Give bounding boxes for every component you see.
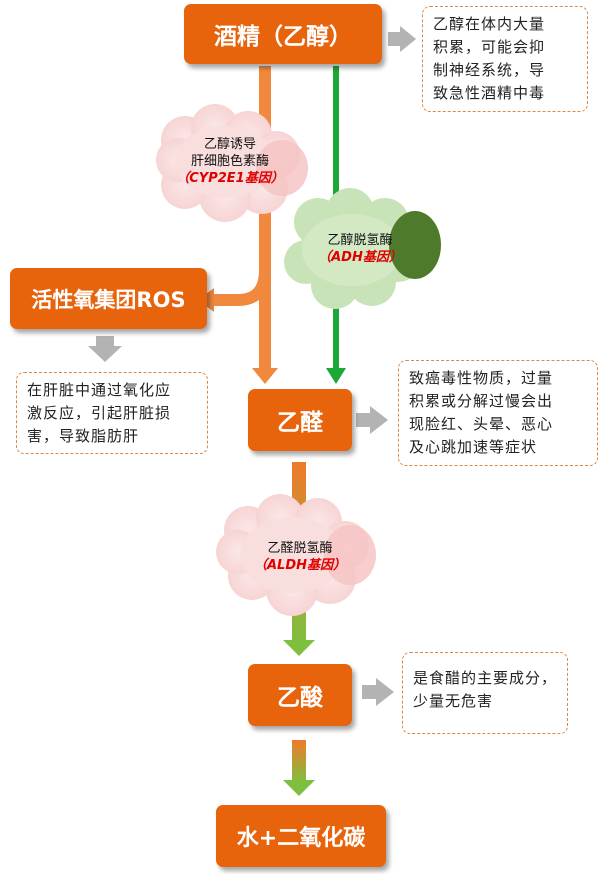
- ros-note-line: 在肝脏中通过氧化应: [27, 381, 172, 399]
- cyp2e1-name-line1: 乙醇诱导: [203, 137, 256, 152]
- acetic-acid-note-line: 是食醋的主要成分，: [413, 669, 558, 687]
- cyp2e1-name-line2: 肝细胞色素酶: [190, 154, 269, 169]
- ros-label: 活性氧集团ROS: [31, 287, 186, 312]
- acetaldehyde-note-line: 积累或分解过慢会出: [409, 392, 554, 410]
- cyp2e1-cloud: [156, 104, 308, 222]
- adh-cloud: [284, 188, 441, 309]
- gray-arrow-acid-note: [362, 678, 394, 706]
- gray-arrow-ethanol-note: [388, 26, 416, 52]
- aldh-name-line1: 乙醛脱氢酶: [267, 541, 333, 556]
- acetaldehyde-note-line: 致癌毒性物质，过量: [409, 369, 554, 387]
- cyp2e1-gene-label: （CYP2E1基因）: [176, 171, 284, 186]
- gray-arrow-ros-note: [88, 336, 122, 362]
- adh-name-line1: 乙醇脱氢酶: [327, 233, 393, 248]
- acetic-acid-note: 是食醋的主要成分， 少量无危害: [402, 652, 568, 734]
- ethanol-note-line: 积累，可能会抑: [433, 38, 546, 56]
- adh-gene-label: （ADH基因）: [318, 250, 402, 265]
- aldh-enzyme-label: 乙醛脱氢酶 （ALDH基因）: [240, 540, 360, 574]
- aldh-cloud: [216, 494, 376, 616]
- ethanol-note-line: 致急性酒精中毒: [433, 84, 546, 102]
- acetic-acid-label: 乙酸: [277, 685, 323, 711]
- gray-arrow-acetaldehyde-note: [356, 406, 388, 434]
- ros-note-line: 害，导致脂肪肝: [27, 427, 140, 445]
- cyp2e1-enzyme-label: 乙醇诱导 肝细胞色素酶 （CYP2E1基因）: [170, 136, 290, 187]
- acetaldehyde-node: 乙醛: [248, 389, 352, 451]
- ethanol-note-line: 制神经系统，导: [433, 61, 546, 79]
- final-products-node: 水+二氧化碳: [216, 805, 386, 867]
- ros-node: 活性氧集团ROS: [10, 268, 207, 329]
- acid-to-final-arrow: [283, 740, 315, 796]
- acetaldehyde-note: 致癌毒性物质，过量 积累或分解过慢会出 现脸红、头晕、恶心 及心跳加速等症状: [398, 360, 598, 466]
- aldh-gene-label: （ALDH基因）: [253, 558, 347, 573]
- ethanol-label: 酒精（乙醇）: [214, 24, 352, 50]
- acetic-acid-note-line: 少量无危害: [413, 692, 494, 710]
- acetic-acid-node: 乙酸: [248, 664, 352, 726]
- ethanol-note-line: 乙醇在体内大量: [433, 15, 546, 33]
- final-products-label: 水+二氧化碳: [236, 826, 366, 851]
- acetaldehyde-label: 乙醛: [277, 410, 323, 436]
- ros-note-line: 激反应，引起肝脏损: [27, 404, 172, 422]
- adh-enzyme-label: 乙醇脱氢酶 （ADH基因）: [305, 232, 415, 266]
- ethanol-note: 乙醇在体内大量 积累，可能会抑 制神经系统，导 致急性酒精中毒: [422, 6, 588, 112]
- ros-note: 在肝脏中通过氧化应 激反应，引起肝脏损 害，导致脂肪肝: [16, 372, 208, 454]
- acetaldehyde-note-line: 及心跳加速等症状: [409, 438, 538, 456]
- acetaldehyde-note-line: 现脸红、头晕、恶心: [409, 415, 554, 433]
- ethanol-node: 酒精（乙醇）: [184, 4, 382, 64]
